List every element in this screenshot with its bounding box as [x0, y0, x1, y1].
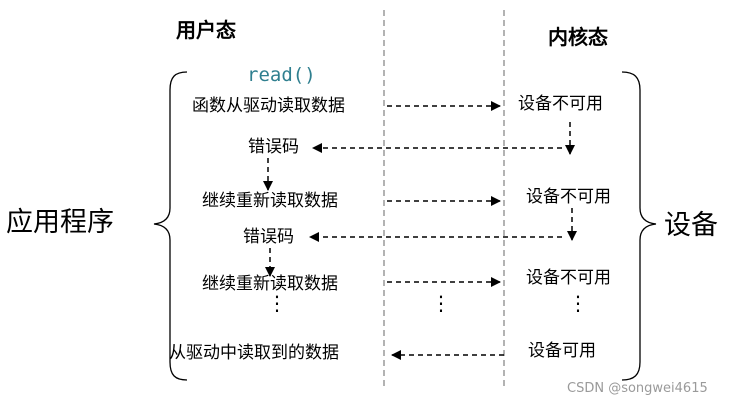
error-code-1: 错误码: [248, 137, 299, 157]
first-read-step: 函数从驱动读取数据: [192, 96, 345, 116]
device-label: 设备: [664, 210, 718, 241]
device-status-3: 设备不可用: [526, 268, 611, 288]
retry-read-step-2: 继续重新读取数据: [202, 274, 338, 294]
retry-read-step-1: 继续重新读取数据: [202, 191, 338, 211]
kernel-continuation-dots: ⋮: [568, 291, 588, 315]
device-status-2: 设备不可用: [526, 187, 611, 207]
watermark: CSDN @songwei4615: [567, 381, 708, 396]
user-continuation-dots: ⋮: [267, 291, 287, 315]
application-label: 应用程序: [6, 207, 114, 238]
final-read-step: 从驱动中读取到的数据: [169, 343, 339, 363]
device-status-1: 设备不可用: [518, 94, 603, 114]
kernel-mode-header: 内核态: [548, 25, 608, 49]
device-status-final: 设备可用: [528, 341, 596, 361]
application-brace: [153, 71, 188, 381]
user-mode-header: 用户态: [176, 18, 236, 42]
read-function-call: read(): [247, 64, 316, 86]
error-code-2: 错误码: [243, 227, 294, 247]
middle-continuation-dots: ⋮: [431, 291, 451, 315]
device-brace: [621, 71, 657, 381]
